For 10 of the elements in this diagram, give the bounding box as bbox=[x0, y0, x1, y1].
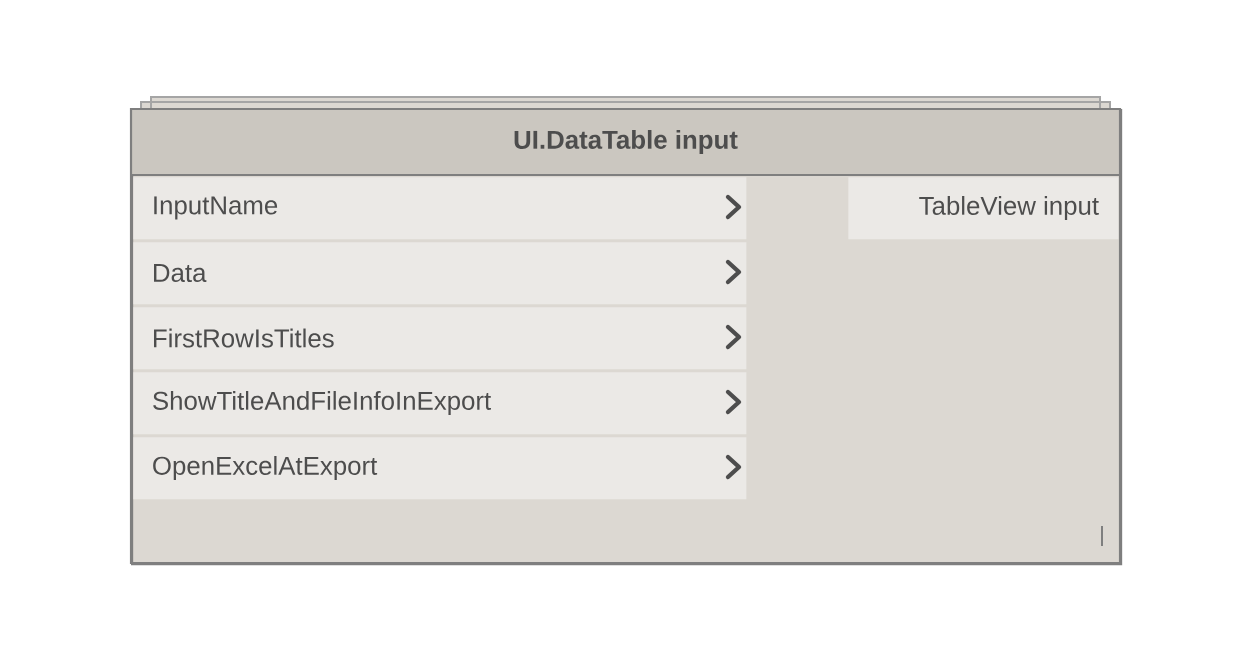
node-label: Data bbox=[154, 263, 207, 283]
input-port: Data bbox=[133, 242, 747, 305]
input-port: ShowTitleAndFileInfoInExport bbox=[133, 372, 747, 435]
output-port: TableView input bbox=[848, 177, 1119, 240]
input-port: InputName bbox=[133, 177, 747, 240]
node-label: FirstRowIsTitles bbox=[154, 328, 334, 348]
input-port: OpenExcelAtExport bbox=[133, 437, 747, 500]
input-port: FirstRowIsTitles bbox=[133, 307, 747, 370]
node-label: InputName bbox=[154, 196, 278, 220]
node-label: ShowTitleAndFileInfoInExport bbox=[153, 390, 492, 416]
